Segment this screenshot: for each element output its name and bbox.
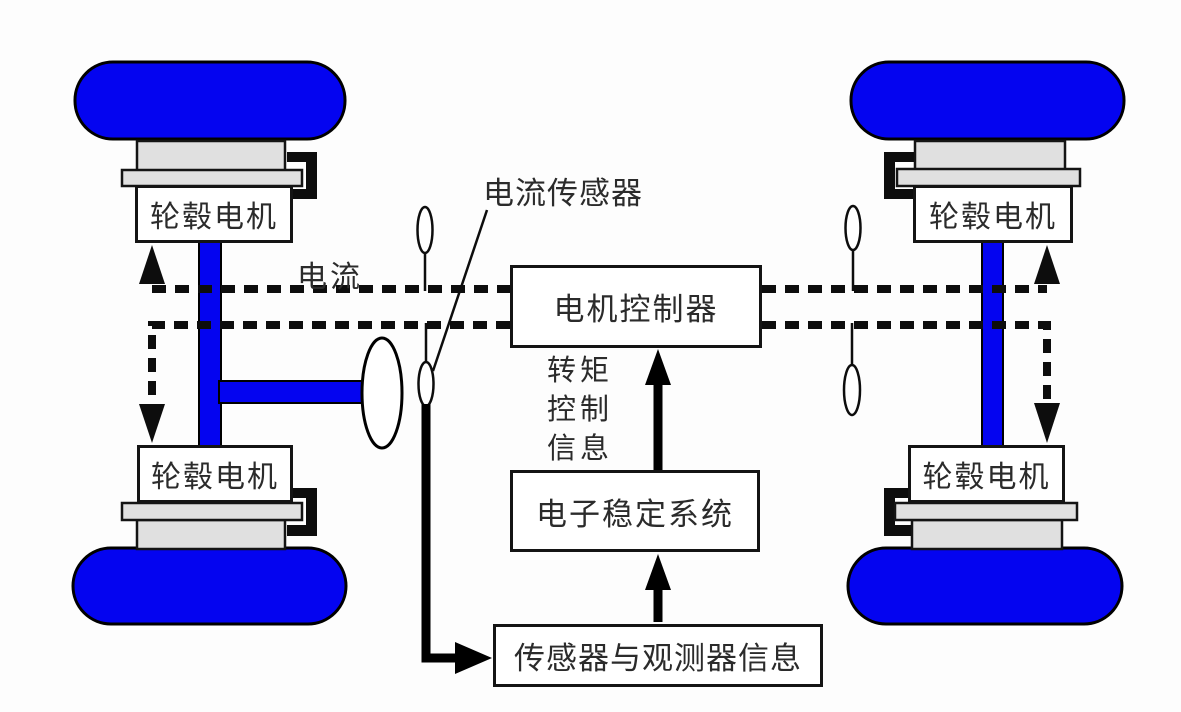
current-sensor-icon-left-lower — [417, 360, 435, 408]
current-sensor-icon-left-upper — [416, 205, 434, 255]
axle-right — [981, 237, 1004, 451]
hub-motor-box-front-left: 轮毂电机 — [135, 185, 293, 243]
hub-motor-box-rear-left: 轮毂电机 — [137, 445, 293, 503]
current-sensor-icon-right-upper — [844, 204, 862, 252]
current-sensor-callout-line — [431, 209, 489, 372]
current-sensor-label: 电流传感器 — [483, 176, 643, 211]
steering-wheel-icon — [360, 336, 404, 450]
arrow-into-motor-controller — [645, 349, 671, 385]
wheel-rear-right — [846, 546, 1124, 626]
hub-assembly-front-left — [120, 139, 317, 199]
arrow-into-sensor-info-box — [455, 642, 492, 674]
axle-left — [198, 237, 222, 451]
current-sensor-icon-right-lower — [842, 363, 862, 417]
hub-motor-box-rear-right: 轮毂电机 — [908, 445, 1065, 503]
hub-motor-box-front-right: 轮毂电机 — [913, 185, 1073, 243]
current-bus-lower-right — [762, 321, 1051, 403]
arrow-into-stability-system — [645, 554, 671, 590]
wheel-front-right — [849, 60, 1126, 141]
motor-controller-box: 电机控制器 — [510, 265, 762, 348]
hub-assembly-rear-left — [120, 488, 317, 551]
wheel-rear-left — [71, 546, 348, 626]
sensor-feed-line — [421, 404, 455, 663]
wheel-front-left — [73, 60, 347, 141]
arrow-to-rear-left-motor — [139, 404, 165, 443]
arrow-to-front-left-motor — [139, 245, 165, 284]
torque-control-info-label: 转矩 控制 信息 — [546, 355, 613, 465]
current-label: 电流 — [297, 261, 363, 294]
stability-system-box: 电子稳定系统 — [510, 470, 760, 552]
arrow-to-front-right-motor — [1034, 245, 1060, 284]
sensor-observer-info-box: 传感器与观测器信息 — [493, 624, 823, 687]
arrow-to-rear-right-motor — [1034, 403, 1060, 443]
steering-link — [218, 380, 368, 404]
current-bus-lower-left — [148, 321, 510, 404]
